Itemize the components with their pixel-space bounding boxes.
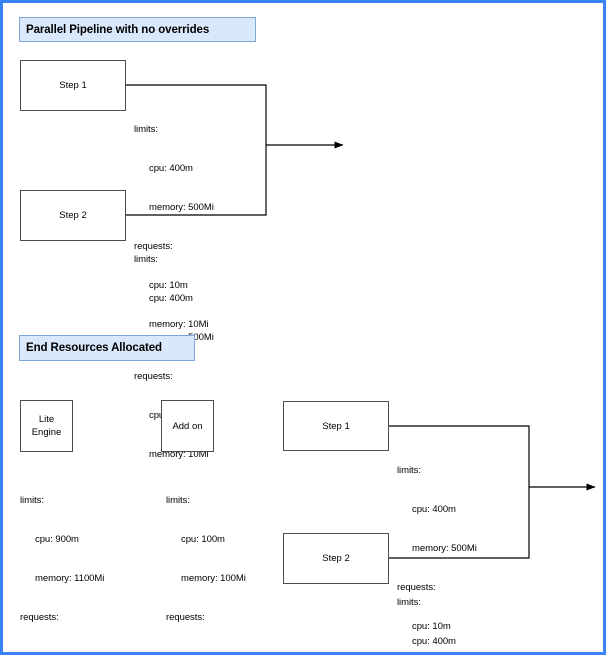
limits-label: limits: (397, 597, 421, 608)
limits-cpu: cpu: 400m (149, 163, 193, 174)
resource-block-lite-engine: limits: cpu: 900m memory: 1100Mi request… (20, 468, 105, 652)
limits-label: limits: (397, 465, 421, 476)
limits-memory: memory: 500Mi (149, 202, 214, 213)
node-top-step-1[interactable]: Step 1 (20, 60, 126, 111)
requests-label: requests: (134, 241, 173, 252)
limits-label: limits: (134, 254, 158, 265)
requests-label: requests: (134, 371, 173, 382)
limits-label: limits: (20, 495, 44, 506)
limits-memory: memory: 500Mi (412, 543, 477, 554)
limits-cpu: cpu: 400m (412, 504, 456, 515)
requests-cpu: cpu: 100m (166, 650, 246, 652)
requests-label: requests: (20, 612, 59, 623)
limits-cpu: cpu: 400m (412, 636, 456, 647)
requests-memory: memory: 10Mi (149, 319, 209, 330)
node-lite-engine[interactable]: Lite Engine (20, 400, 73, 452)
requests-cpu: cpu: 900m (20, 650, 104, 652)
node-top-step-2[interactable]: Step 2 (20, 190, 126, 241)
node-bottom-step-1[interactable]: Step 1 (283, 401, 389, 451)
node-label-line-2: Engine (31, 427, 62, 438)
requests-label: requests: (397, 582, 436, 593)
resource-block-add-on: limits: cpu: 100m memory: 100Mi requests… (166, 468, 246, 652)
requests-cpu: cpu: 10m (412, 621, 451, 632)
limits-memory: memory: 100Mi (181, 573, 246, 584)
resource-block-bottom-step-2: limits: cpu: 400m memory: 500Mi requests… (397, 570, 477, 652)
limits-cpu: cpu: 900m (35, 534, 79, 545)
section-title-parallel-pipeline: Parallel Pipeline with no overrides (19, 17, 256, 42)
requests-memory: memory: 10Mi (149, 449, 209, 460)
section-title-end-resources: End Resources Allocated (19, 335, 195, 361)
node-label-line-1: Lite (38, 414, 55, 425)
node-bottom-step-2[interactable]: Step 2 (283, 533, 389, 584)
requests-cpu: cpu: 10m (149, 280, 188, 291)
node-add-on[interactable]: Add on (161, 400, 214, 452)
limits-label: limits: (134, 124, 158, 135)
limits-memory: memory: 1100Mi (35, 573, 105, 584)
limits-label: limits: (166, 495, 190, 506)
limits-cpu: cpu: 400m (149, 293, 193, 304)
requests-label: requests: (166, 612, 205, 623)
limits-cpu: cpu: 100m (181, 534, 225, 545)
